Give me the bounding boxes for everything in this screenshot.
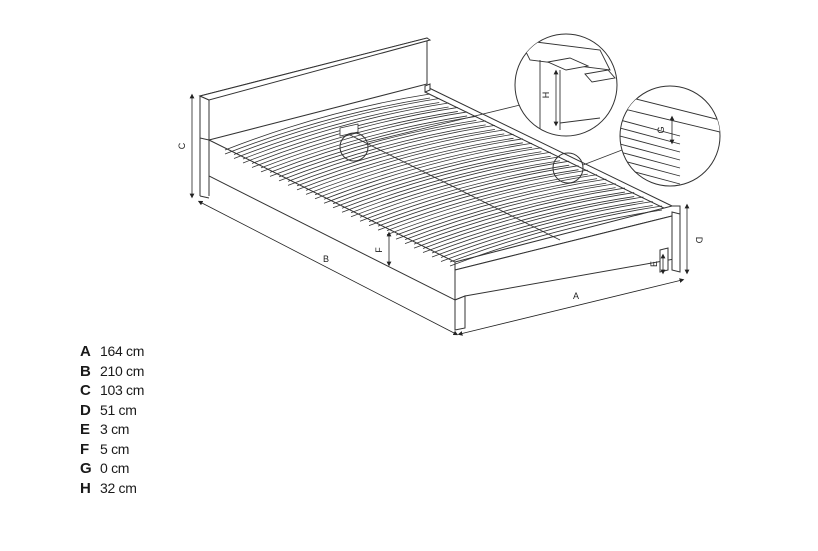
legend-value: 3 cm bbox=[100, 421, 130, 437]
legend-value: 51 cm bbox=[100, 401, 137, 418]
legend-value: 164 cm bbox=[100, 343, 145, 359]
svg-text:C: C bbox=[177, 142, 187, 149]
legend-row-c: C 103 cm bbox=[80, 382, 144, 402]
leader-line-g bbox=[582, 149, 623, 166]
center-beam bbox=[339, 129, 561, 241]
dimension-f: F bbox=[374, 231, 392, 267]
legend-key: D bbox=[80, 401, 91, 419]
slat bbox=[260, 111, 468, 169]
slat bbox=[449, 205, 663, 263]
slat bbox=[269, 120, 477, 177]
detail-view-g: G bbox=[619, 85, 721, 187]
svg-text:F: F bbox=[374, 247, 384, 253]
slat bbox=[224, 93, 431, 151]
svg-text:E: E bbox=[649, 261, 659, 267]
dimension-c: C bbox=[177, 93, 195, 199]
slat bbox=[296, 133, 505, 191]
legend-row-h: H 32 cm bbox=[80, 480, 144, 500]
slat bbox=[287, 128, 496, 186]
svg-text:B: B bbox=[323, 254, 329, 264]
legend-key: E bbox=[80, 421, 91, 438]
detail-marker-h bbox=[339, 132, 369, 162]
slat bbox=[440, 201, 653, 258]
legend-key: A bbox=[80, 343, 91, 360]
dimension-legend: A 164 cm B 210 cm C 103 cm D 51 cm E 3 c… bbox=[80, 343, 144, 499]
slat bbox=[296, 129, 505, 187]
slat bbox=[305, 133, 514, 191]
legend-key: B bbox=[80, 362, 91, 380]
slat bbox=[287, 124, 496, 182]
detail-view-h: H bbox=[514, 33, 618, 137]
slat bbox=[224, 97, 431, 155]
slat bbox=[332, 151, 542, 209]
dimension-e: E bbox=[649, 253, 666, 275]
legend-value: 210 cm bbox=[100, 362, 145, 379]
legend-value: 103 cm bbox=[100, 382, 145, 398]
legend-row-g: G 0 cm bbox=[80, 460, 144, 480]
slat bbox=[278, 124, 486, 182]
svg-text:D: D bbox=[694, 237, 704, 244]
legend-key: F bbox=[80, 440, 90, 458]
detail-marker-g bbox=[552, 152, 584, 184]
dimension-b: B bbox=[197, 200, 459, 336]
slat bbox=[323, 146, 533, 204]
leader-line-h bbox=[367, 104, 521, 143]
legend-value: 0 cm bbox=[100, 460, 130, 476]
svg-text:A: A bbox=[573, 291, 579, 301]
slat bbox=[332, 147, 542, 205]
dimension-a: A bbox=[457, 278, 685, 336]
slat bbox=[449, 209, 663, 267]
slat bbox=[233, 98, 440, 155]
legend-row-a: A 164 cm bbox=[80, 343, 144, 363]
legend-row-e: E 3 cm bbox=[80, 421, 144, 441]
slat bbox=[341, 151, 551, 209]
legend-key: G bbox=[80, 460, 92, 477]
headboard bbox=[198, 37, 432, 199]
legend-value: 5 cm bbox=[100, 440, 130, 457]
slat bbox=[323, 142, 533, 200]
legend-row-d: D 51 cm bbox=[80, 402, 144, 422]
slat bbox=[242, 102, 449, 160]
legend-value: 32 cm bbox=[100, 479, 137, 496]
dimension-d: D bbox=[684, 203, 704, 275]
legend-row-b: B 210 cm bbox=[80, 363, 144, 383]
slat bbox=[269, 116, 477, 173]
legend-key: C bbox=[80, 382, 91, 399]
slat bbox=[278, 120, 486, 178]
legend-key: H bbox=[80, 479, 91, 497]
slat bbox=[233, 102, 440, 159]
slat bbox=[305, 137, 514, 195]
slat bbox=[440, 205, 653, 262]
dimension-label-h: H bbox=[541, 92, 551, 99]
slat bbox=[314, 142, 523, 200]
dimension-label-g: G bbox=[656, 126, 666, 133]
legend-row-f: F 5 cm bbox=[80, 441, 144, 461]
slat bbox=[314, 138, 523, 196]
